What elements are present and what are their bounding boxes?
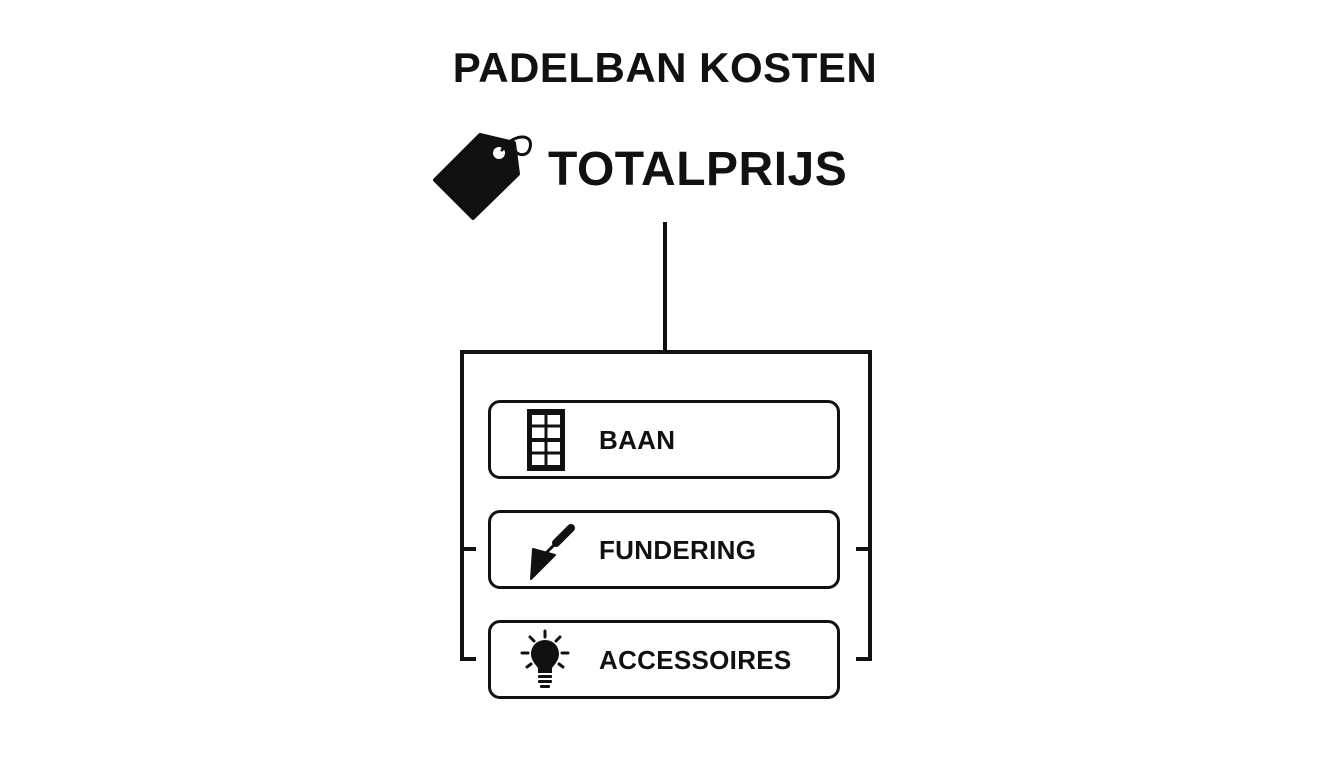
total-price-label: TOTALPRIJS [548, 143, 848, 196]
diagram-title: PADELBAN KOSTEN [452, 44, 878, 91]
trowel-icon [530, 524, 575, 580]
component-label-accessoires: ACCESSOIRES [599, 645, 792, 675]
padel-court-icon [527, 409, 565, 471]
price-tag-icon [433, 133, 532, 220]
lightbulb-icon [520, 629, 570, 688]
component-label-fundering: FUNDERING [599, 535, 757, 565]
component-label-baan: BAAN [599, 425, 676, 455]
component-box-accessoires: ACCESSOIRES [488, 620, 840, 699]
component-box-baan: BAAN [488, 400, 840, 479]
component-box-fundering: FUNDERING [488, 510, 840, 589]
